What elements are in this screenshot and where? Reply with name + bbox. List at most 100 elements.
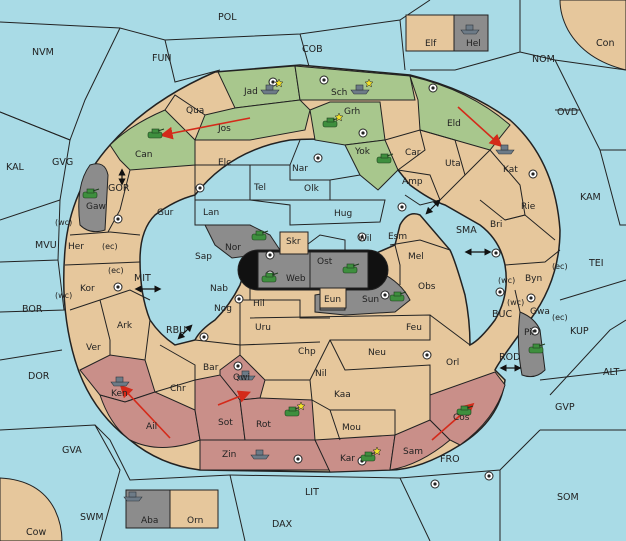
label-eun: Eun xyxy=(324,295,341,305)
sea-label-lit[interactable]: LIT xyxy=(305,487,319,498)
province-jos[interactable] xyxy=(194,99,311,141)
label-ark: Ark xyxy=(117,321,133,331)
sea-label-rbu[interactable]: RBU xyxy=(166,325,186,336)
province-can[interactable] xyxy=(109,109,196,171)
arrow-jos-can xyxy=(159,117,251,140)
label-gwa: Gwa xyxy=(530,307,550,317)
sea-label-kam[interactable]: KAM xyxy=(580,192,601,203)
province-skr[interactable] xyxy=(279,231,309,255)
unit-army-can[interactable] xyxy=(147,128,165,139)
sea-label-dax[interactable]: DAX xyxy=(272,519,293,530)
coast-byn-ec[interactable]: (ec) xyxy=(552,262,568,271)
sea-label-mit[interactable]: MIT xyxy=(134,273,151,284)
coast-byn-wc[interactable]: (wc) xyxy=(498,276,515,285)
inner-sea xyxy=(139,138,507,347)
sea-label-ovd[interactable]: OVD xyxy=(557,107,578,118)
unit-army-nor[interactable] xyxy=(251,230,269,241)
province-ost[interactable] xyxy=(309,251,369,289)
sea-label-nvm[interactable]: NVM xyxy=(32,47,54,58)
province-kar[interactable] xyxy=(314,434,396,473)
sea-label-alt[interactable]: ALT xyxy=(603,367,619,378)
coast-gwa-wc[interactable]: (wc) xyxy=(507,298,524,307)
sea-label-dor[interactable]: DOR xyxy=(28,371,50,382)
unit-fleet-hel[interactable] xyxy=(460,24,480,35)
supply-center-dot xyxy=(533,329,537,333)
supply-center-dot xyxy=(268,253,272,257)
label-olk: Olk xyxy=(304,184,320,194)
unit-fleet-zin[interactable] xyxy=(250,449,270,460)
coast-kor-wc[interactable]: (wc) xyxy=(55,291,72,300)
label-nog: Nog xyxy=(214,304,232,314)
sea-label-cow[interactable]: Cow xyxy=(26,527,46,538)
sea-label-gvp[interactable]: GVP xyxy=(555,402,575,413)
sea-label-swm[interactable]: SWM xyxy=(80,512,104,523)
sea-label-tei[interactable]: TEI xyxy=(588,258,604,269)
star-icon xyxy=(334,112,344,122)
con-island xyxy=(559,0,626,71)
sea-label-bor[interactable]: BOR xyxy=(22,304,43,315)
unit-fleet-jad[interactable] xyxy=(260,78,284,95)
unit-fleet-ken[interactable] xyxy=(110,376,130,387)
label-nil: Nil xyxy=(315,369,327,379)
label-sun: Sun xyxy=(362,295,379,305)
label-sam: Sam xyxy=(403,447,423,457)
sea-label-rod[interactable]: ROD xyxy=(499,352,520,363)
province-elf[interactable] xyxy=(405,14,455,52)
sea-label-kup[interactable]: KUP xyxy=(570,326,589,337)
arrow-ail-ken xyxy=(119,384,171,439)
unit-army-ost[interactable] xyxy=(342,263,360,274)
label-obs: Obs xyxy=(418,282,436,292)
label-uta: Uta xyxy=(445,159,461,169)
sea-label-gvg[interactable]: GVG xyxy=(52,157,73,168)
supply-center-dot xyxy=(360,235,364,239)
sea-label-gva[interactable]: GVA xyxy=(62,445,82,456)
sea-label-mvu[interactable]: MVU xyxy=(35,240,57,251)
sea-label-som[interactable]: SOM xyxy=(557,492,579,503)
label-sch: Sch xyxy=(331,88,347,98)
sea-label-nom[interactable]: NOM xyxy=(532,54,555,65)
coast-her-ec[interactable]: (ec) xyxy=(102,242,118,251)
province-rot[interactable] xyxy=(239,397,316,441)
label-mou: Mou xyxy=(342,423,361,433)
sea-label-con[interactable]: Con xyxy=(596,38,614,49)
supply-center-dot xyxy=(433,482,437,486)
label-gaw: Gaw xyxy=(86,202,106,212)
unit-army-sun[interactable] xyxy=(389,291,407,302)
label-hil: Hil xyxy=(253,299,265,309)
province-yok[interactable] xyxy=(344,139,399,191)
coast-gwa-ec[interactable]: (ec) xyxy=(552,313,568,322)
sea-label-kal[interactable]: KAL xyxy=(6,162,25,173)
label-chr: Chr xyxy=(170,384,186,394)
unit-army-cos[interactable] xyxy=(456,405,474,416)
province-sch[interactable] xyxy=(294,65,416,101)
unit-army-gaw[interactable] xyxy=(82,188,100,199)
sea-label-gor[interactable]: GOR xyxy=(108,183,130,194)
sea-label-fun[interactable]: FUN xyxy=(152,53,172,64)
sea-label-buc[interactable]: BUC xyxy=(492,309,512,320)
province-eun[interactable] xyxy=(319,287,347,309)
supply-center-dot xyxy=(531,172,535,176)
unit-fleet-aba[interactable] xyxy=(123,491,143,502)
label-can: Can xyxy=(135,150,153,160)
label-elc: Elc xyxy=(218,158,231,168)
supply-center-dot xyxy=(322,78,326,82)
unit-fleet-sch[interactable] xyxy=(350,78,374,95)
coast-her-wc[interactable]: (wc) xyxy=(55,218,72,227)
unit-army-pir[interactable] xyxy=(528,343,546,354)
province-orn[interactable] xyxy=(169,489,219,529)
unit-army-kar[interactable] xyxy=(360,446,382,462)
label-elf: Elf xyxy=(425,39,437,49)
sea-label-sma[interactable]: SMA xyxy=(456,225,477,236)
unit-army-grh[interactable] xyxy=(322,112,344,128)
unit-army-web[interactable] xyxy=(261,272,279,283)
coast-kor-ec[interactable]: (ec) xyxy=(108,266,124,275)
unit-army-rot[interactable] xyxy=(284,401,306,417)
unit-fleet-qwi[interactable] xyxy=(236,370,256,381)
province-label-layer: Jad Sch Qua Jos Grh Eld Can Yok Car Uta … xyxy=(68,39,550,526)
unit-fleet-kat[interactable] xyxy=(495,144,515,155)
sea-label-pol[interactable]: POL xyxy=(218,12,237,23)
label-bri: Bri xyxy=(490,220,502,230)
sea-label-cob[interactable]: COB xyxy=(302,44,323,55)
unit-army-yok[interactable] xyxy=(376,153,394,164)
sea-label-fro[interactable]: FRO xyxy=(440,454,460,465)
